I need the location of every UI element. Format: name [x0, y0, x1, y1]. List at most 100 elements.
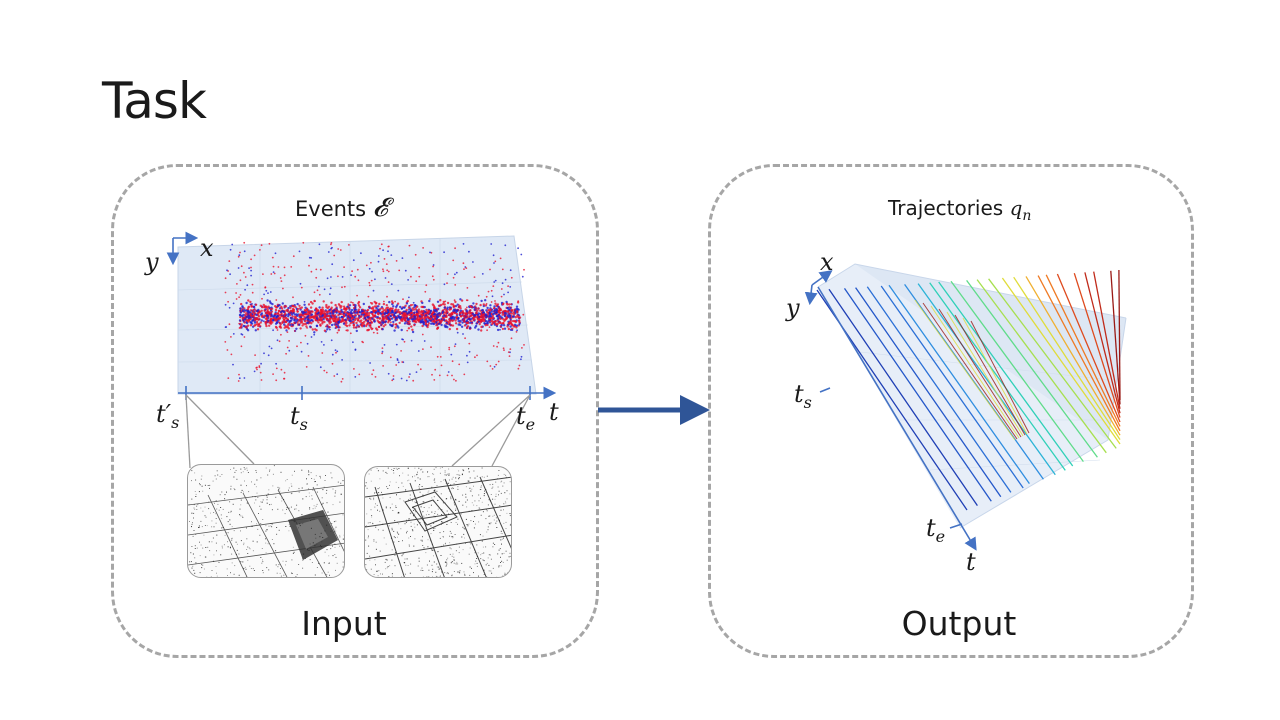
event-point — [235, 298, 238, 300]
event-point — [439, 356, 442, 358]
event-point — [287, 306, 290, 310]
event-point — [389, 356, 392, 359]
event-point — [336, 373, 339, 376]
event-point — [344, 318, 347, 321]
event-point — [358, 373, 361, 376]
event-point — [288, 311, 291, 314]
trajectories-symbol-sub: n — [1022, 208, 1032, 224]
event-point — [403, 312, 406, 316]
event-point — [321, 315, 324, 318]
event-point — [283, 377, 285, 380]
trajectory-line — [1045, 274, 1121, 427]
output-y-axis-label: y — [786, 294, 800, 322]
event-point — [289, 309, 292, 312]
event-point — [455, 316, 459, 319]
event-point — [390, 283, 393, 285]
event-point — [384, 317, 387, 320]
event-point — [502, 347, 505, 350]
event-point — [311, 302, 314, 305]
event-point — [374, 309, 378, 312]
event-point — [304, 317, 307, 320]
event-point — [410, 339, 413, 342]
event-point — [240, 302, 243, 306]
event-point — [231, 243, 234, 246]
event-point — [371, 270, 373, 273]
event-point — [466, 316, 469, 319]
event-point — [283, 323, 286, 326]
event-point — [365, 324, 368, 328]
event-point — [278, 310, 281, 313]
event-point — [274, 325, 278, 329]
event-point — [392, 378, 395, 380]
event-point — [500, 316, 504, 319]
event-point — [498, 307, 500, 310]
event-point — [354, 348, 357, 351]
event-point — [319, 324, 322, 327]
event-point — [452, 304, 455, 308]
event-point — [496, 319, 499, 322]
event-point — [451, 312, 454, 316]
event-point — [247, 299, 250, 302]
event-point — [249, 303, 252, 306]
event-point — [493, 309, 496, 313]
event-point — [430, 251, 433, 254]
event-point — [283, 266, 286, 269]
event-point — [238, 377, 241, 380]
event-point — [267, 292, 269, 294]
event-point — [400, 328, 403, 332]
event-point — [293, 313, 297, 316]
event-point — [309, 310, 312, 313]
event-point — [523, 344, 525, 346]
event-point — [239, 251, 241, 254]
event-point — [259, 321, 262, 324]
event-point — [247, 305, 251, 308]
event-point — [321, 352, 324, 354]
event-point — [409, 304, 413, 307]
event-point — [420, 320, 423, 324]
event-point — [500, 288, 503, 290]
event-point — [462, 262, 465, 265]
event-point — [438, 312, 441, 315]
event-point — [244, 313, 247, 316]
event-point — [426, 315, 429, 319]
event-point — [468, 315, 471, 318]
event-point — [411, 328, 414, 331]
event-point — [397, 289, 400, 292]
event-point — [328, 314, 331, 318]
event-point — [437, 304, 441, 307]
event-point — [431, 318, 435, 321]
event-point — [357, 317, 360, 320]
event-point — [310, 336, 313, 338]
event-point — [514, 316, 517, 319]
event-point — [485, 295, 488, 298]
event-point — [440, 303, 443, 307]
event-point — [389, 323, 392, 326]
event-point — [293, 318, 296, 321]
event-point — [394, 316, 398, 320]
event-point — [463, 268, 465, 270]
event-point — [290, 266, 293, 268]
event-point — [477, 307, 480, 310]
event-point — [238, 327, 241, 329]
event-point — [255, 317, 259, 321]
event-point — [260, 319, 263, 322]
event-point — [410, 325, 413, 328]
event-point — [501, 282, 504, 285]
event-point — [445, 309, 448, 313]
event-point — [446, 326, 449, 329]
event-point — [478, 322, 481, 326]
event-point — [447, 371, 450, 373]
trajectory-line — [1013, 276, 1121, 440]
event-point — [507, 310, 510, 313]
event-point — [272, 329, 274, 332]
event-point — [455, 271, 458, 274]
event-point — [276, 312, 280, 315]
event-point — [468, 312, 471, 315]
event-point — [424, 320, 427, 323]
event-point — [333, 315, 336, 319]
event-point — [413, 323, 416, 327]
event-point — [369, 301, 372, 304]
event-point — [287, 315, 290, 318]
event-point — [269, 318, 272, 322]
